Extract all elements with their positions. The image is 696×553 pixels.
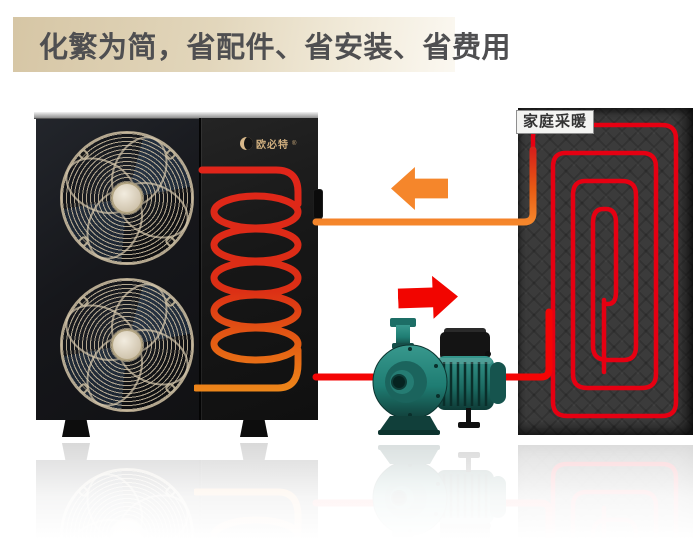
brand-logo: 欧必特 ® (240, 136, 296, 151)
fan-hub (111, 329, 143, 361)
fan-hub (111, 182, 143, 214)
title-banner: 化繁为简，省配件、省安装、省费用 (13, 17, 511, 72)
heat-pump-unit: 欧必特 ® (34, 112, 322, 437)
left-arrow-icon (391, 167, 448, 210)
unit-top-trim (34, 112, 318, 119)
unit-foot (62, 420, 90, 437)
right-arrow-icon (397, 275, 458, 320)
scene: 欧必特 ® (34, 108, 693, 437)
crescent-moon-icon (240, 137, 253, 150)
circulation-pump (372, 318, 506, 435)
compressor-coil (194, 166, 302, 392)
panel-label: 家庭采暖 (516, 110, 595, 134)
brand-name: 欧必特 (256, 140, 289, 151)
registered-mark: ® (292, 140, 297, 147)
fan-grille-top (56, 127, 198, 269)
reflection-fade (0, 440, 696, 553)
unit-foot (240, 420, 268, 437)
fan-grille-bottom (56, 274, 198, 416)
page-title: 化繁为简，省配件、省安装、省费用 (39, 31, 512, 64)
floor-heating-panel (518, 108, 693, 435)
